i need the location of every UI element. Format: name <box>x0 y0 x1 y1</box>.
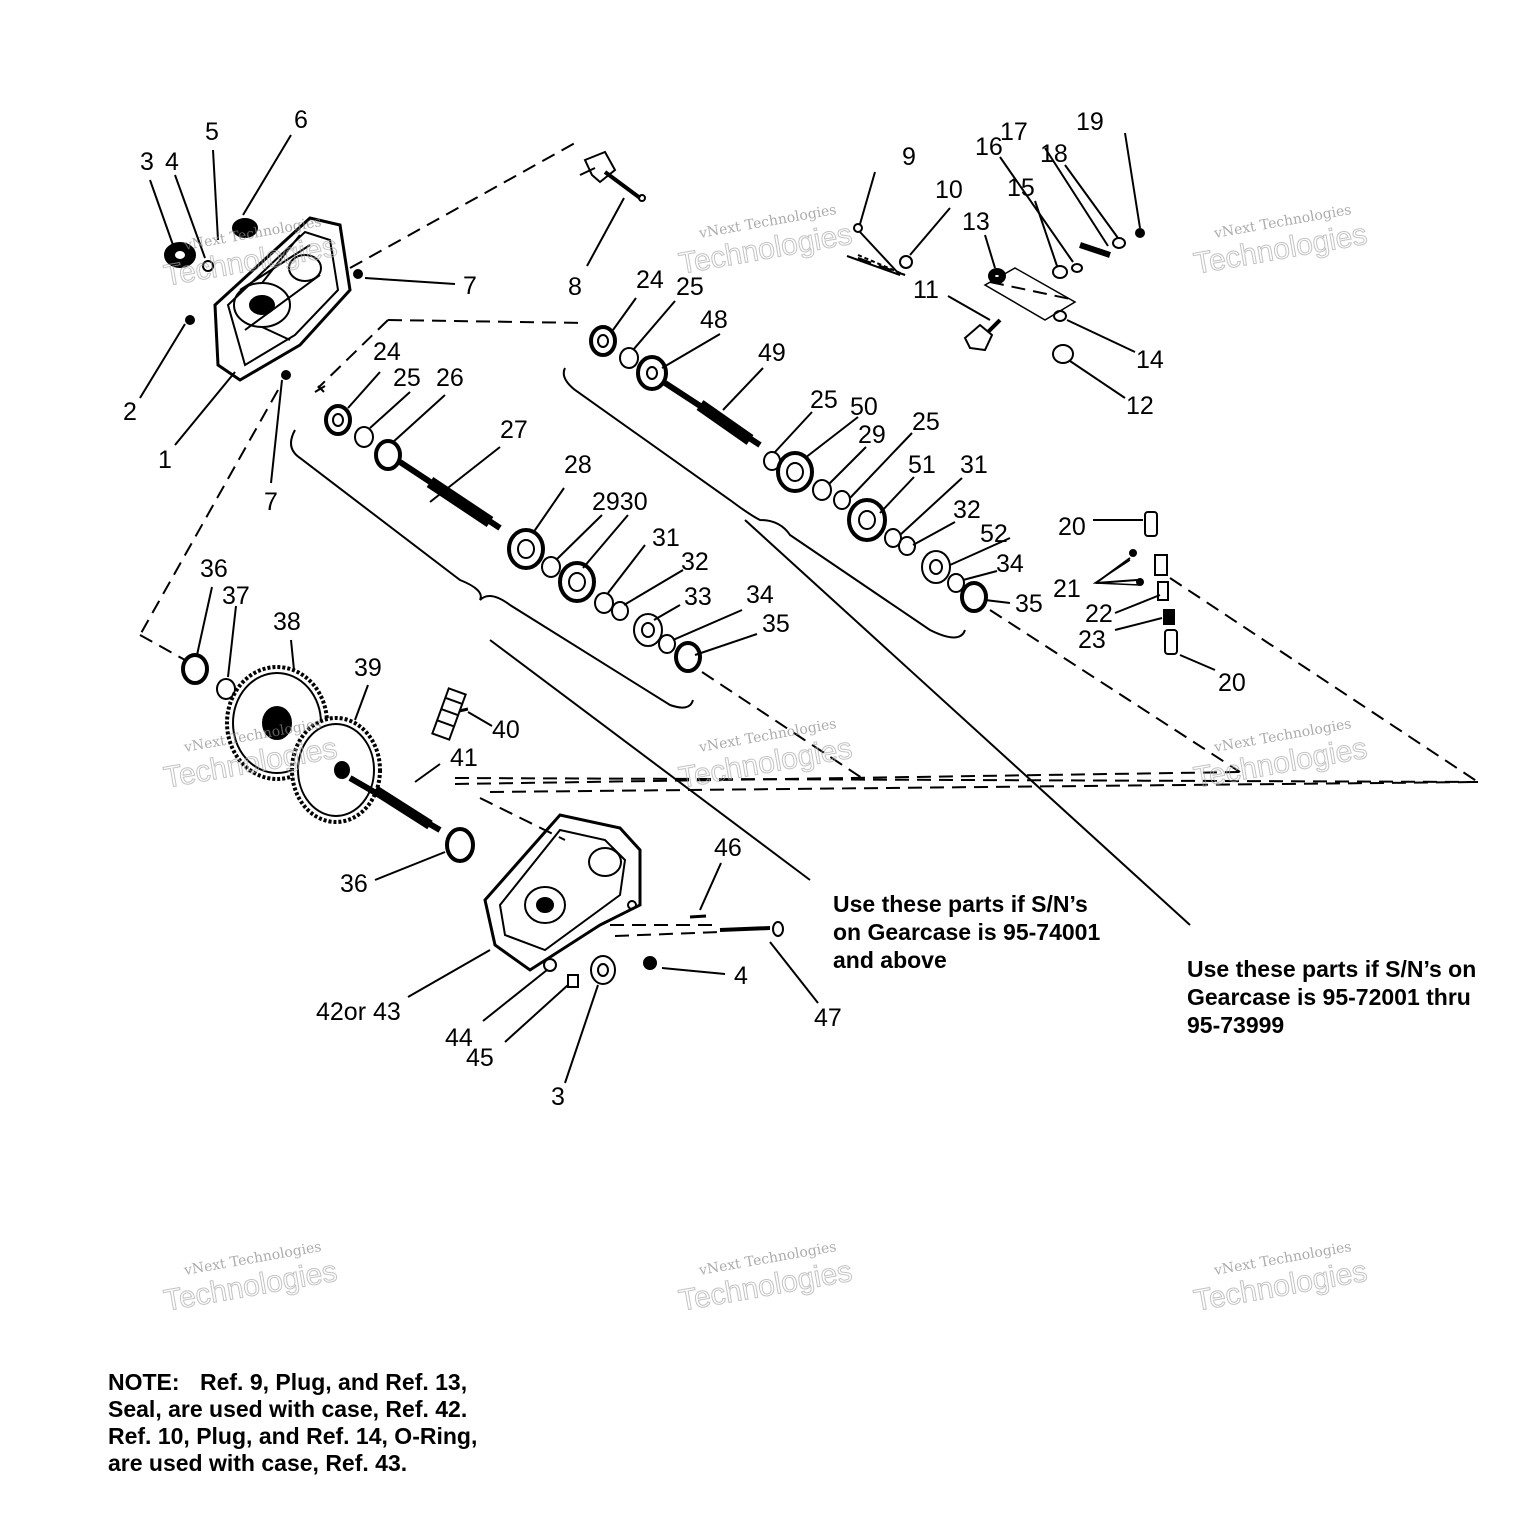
callout-16: 16 <box>975 133 1003 161</box>
shift-pins <box>1129 511 1178 655</box>
callout-6: 6 <box>294 106 308 134</box>
callout-34a: 34 <box>746 581 774 609</box>
callout-35a: 35 <box>762 610 790 638</box>
callout-36a: 36 <box>200 555 228 583</box>
serial-note-a: Use these parts if S/N’s on Gearcase is … <box>833 891 1100 973</box>
footer-note-line2: Seal, are used with case, Ref. 42. <box>108 1396 467 1422</box>
callout-2: 2 <box>123 398 137 426</box>
callout-3b: 3 <box>551 1083 565 1111</box>
callout-36b: 36 <box>340 870 368 898</box>
gearcase-cover-left <box>164 216 363 382</box>
callout-3: 3 <box>140 148 154 176</box>
callout-27: 27 <box>500 416 528 444</box>
lower-gear-set <box>181 653 475 863</box>
callout-4: 4 <box>165 148 179 176</box>
callout-11: 11 <box>913 276 939 304</box>
callout-23: 23 <box>1078 626 1106 654</box>
callout-14: 14 <box>1136 346 1164 374</box>
callout-50: 50 <box>850 393 878 421</box>
callout-9: 9 <box>902 143 916 171</box>
callout-15: 15 <box>1007 174 1035 202</box>
callout-labels: 3 4 5 6 7 2 1 7 8 9 10 11 12 13 14 15 16… <box>123 106 1246 1111</box>
callout-33: 33 <box>684 583 712 611</box>
callout-18: 18 <box>1040 140 1068 168</box>
callout-7b: 7 <box>264 488 278 516</box>
callout-25a: 25 <box>393 364 421 392</box>
callout-25c: 25 <box>810 386 838 414</box>
callout-32a: 32 <box>681 548 709 576</box>
callout-38: 38 <box>273 608 301 636</box>
serial-note-a-line1: Use these parts if S/N’s <box>833 891 1088 917</box>
callout-2930: 2930 <box>592 488 648 516</box>
callout-35b: 35 <box>1015 590 1043 618</box>
parts-drawing <box>164 150 1178 988</box>
callout-52: 52 <box>980 520 1008 548</box>
callout-26: 26 <box>436 364 464 392</box>
upper-shaft-assembly <box>589 325 988 613</box>
serial-note-b-line1: Use these parts if S/N’s on <box>1187 956 1476 982</box>
callout-48: 48 <box>700 306 728 334</box>
callout-17: 17 <box>1000 118 1028 146</box>
callout-24b: 24 <box>636 266 664 294</box>
callout-25d: 25 <box>912 408 940 436</box>
footer-note-label: NOTE: <box>108 1369 180 1395</box>
middle-shaft-assembly <box>324 404 702 673</box>
callout-22: 22 <box>1085 600 1113 628</box>
callout-28: 28 <box>564 451 592 479</box>
callout-51: 51 <box>908 451 936 479</box>
callout-41: 41 <box>450 744 478 772</box>
callout-1: 1 <box>158 446 172 474</box>
footer-note-line3: Ref. 10, Plug, and Ref. 14, O-Ring, <box>108 1423 477 1449</box>
callout-20a: 20 <box>1058 513 1086 541</box>
callout-39: 39 <box>354 654 382 682</box>
serial-note-a-line2: on Gearcase is 95-74001 <box>833 919 1100 945</box>
callout-31b: 31 <box>960 451 988 479</box>
callout-47: 47 <box>814 1004 842 1032</box>
callout-8: 8 <box>568 273 582 301</box>
callout-13: 13 <box>962 208 990 236</box>
shift-fork <box>579 150 646 202</box>
callout-32b: 32 <box>953 496 981 524</box>
callout-49: 49 <box>758 339 786 367</box>
callout-5: 5 <box>205 118 219 146</box>
serial-note-b-line2: Gearcase is 95-72001 thru <box>1187 984 1471 1010</box>
callout-29: 29 <box>858 421 886 449</box>
callout-19: 19 <box>1076 108 1104 136</box>
footer-note-line4: are used with case, Ref. 43. <box>108 1450 407 1476</box>
footer-note: NOTE: Ref. 9, Plug, and Ref. 13, Seal, a… <box>108 1369 477 1476</box>
callout-40: 40 <box>492 716 520 744</box>
callout-20b: 20 <box>1218 669 1246 697</box>
callout-21: 21 <box>1053 575 1081 603</box>
footer-note-line1: Ref. 9, Plug, and Ref. 13, <box>200 1369 467 1395</box>
callout-34b: 34 <box>996 550 1024 578</box>
callout-4b: 4 <box>734 962 748 990</box>
callout-44: 44 <box>445 1024 473 1052</box>
gearcase-right <box>483 813 784 988</box>
callout-37: 37 <box>222 582 250 610</box>
callout-31a: 31 <box>652 524 680 552</box>
callout-45: 45 <box>466 1044 494 1072</box>
serial-note-b-line3: 95-73999 <box>1187 1012 1284 1038</box>
leader-lines <box>139 132 1479 1084</box>
serial-note-b: Use these parts if S/N’s on Gearcase is … <box>1187 956 1476 1038</box>
callout-24a: 24 <box>373 338 401 366</box>
callout-25b: 25 <box>676 273 704 301</box>
callout-42or43: 42or 43 <box>316 998 401 1026</box>
callout-10: 10 <box>935 176 963 204</box>
serial-note-a-line3: and above <box>833 947 947 973</box>
callout-7a: 7 <box>463 272 477 300</box>
callout-12: 12 <box>1126 392 1154 420</box>
callout-46: 46 <box>714 834 742 862</box>
